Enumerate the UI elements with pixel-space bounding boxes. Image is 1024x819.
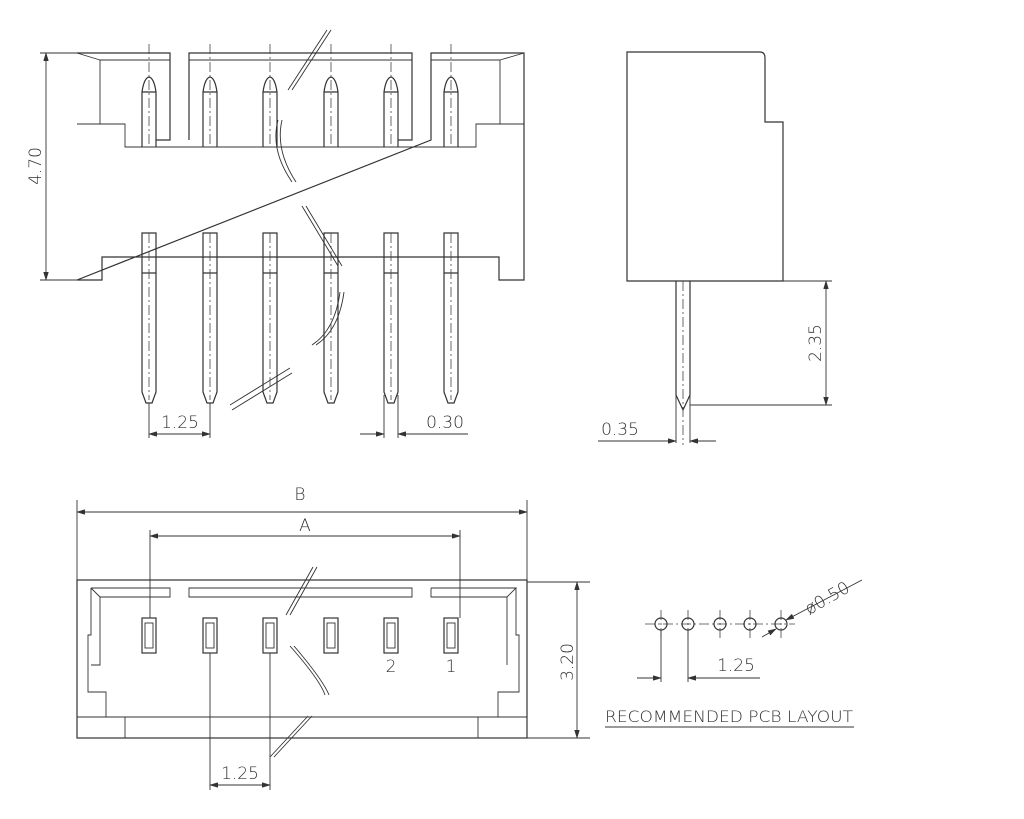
front-view: 4.70 1.25 0.30 (26, 29, 525, 438)
pin-thickness-dim-label: 0.35 (601, 420, 639, 440)
front-body-outline (76, 52, 525, 281)
pin-pad (323, 617, 339, 654)
pin-pad-inner (326, 622, 336, 649)
pcb-layout: 1.25 ø0.50 RECOMMENDED PCB LAYOUT (605, 578, 863, 728)
side-body-outline (626, 51, 784, 282)
pin-span-dim-label: A (299, 516, 311, 536)
overall-length-dim-label: B (294, 485, 305, 505)
pin-length-dim-label: 2.35 (806, 324, 826, 362)
pin-pad (443, 617, 459, 654)
front-pitch-dim-label: 1.25 (161, 413, 199, 433)
pcb-layout-title: RECOMMENDED PCB LAYOUT (605, 707, 853, 726)
pin-pad-inner (205, 622, 215, 649)
bottom-view: 2 1 B A 3.20 1.25 (76, 485, 590, 790)
pin-pad (141, 617, 157, 654)
depth-dim-label: 3.20 (558, 643, 578, 681)
pin-pad-inner (446, 622, 456, 649)
bottom-body-outline (76, 579, 528, 739)
pin-label-2: 2 (386, 657, 397, 677)
side-view: 2.35 0.35 (598, 51, 832, 445)
pin-pad-inner (144, 622, 154, 649)
pin-width-dim-label: 0.30 (426, 413, 464, 433)
pcb-pitch-dim-label: 1.25 (717, 656, 755, 676)
height-dim-label: 4.70 (26, 147, 46, 185)
pin-pad-inner (265, 622, 275, 649)
bottom-pitch-dim-label: 1.25 (221, 764, 259, 784)
pin-label-1: 1 (446, 657, 457, 677)
pin-pad (383, 617, 399, 654)
pin-pad-inner (386, 622, 396, 649)
hole-dim-label: ø0.50 (802, 578, 854, 619)
